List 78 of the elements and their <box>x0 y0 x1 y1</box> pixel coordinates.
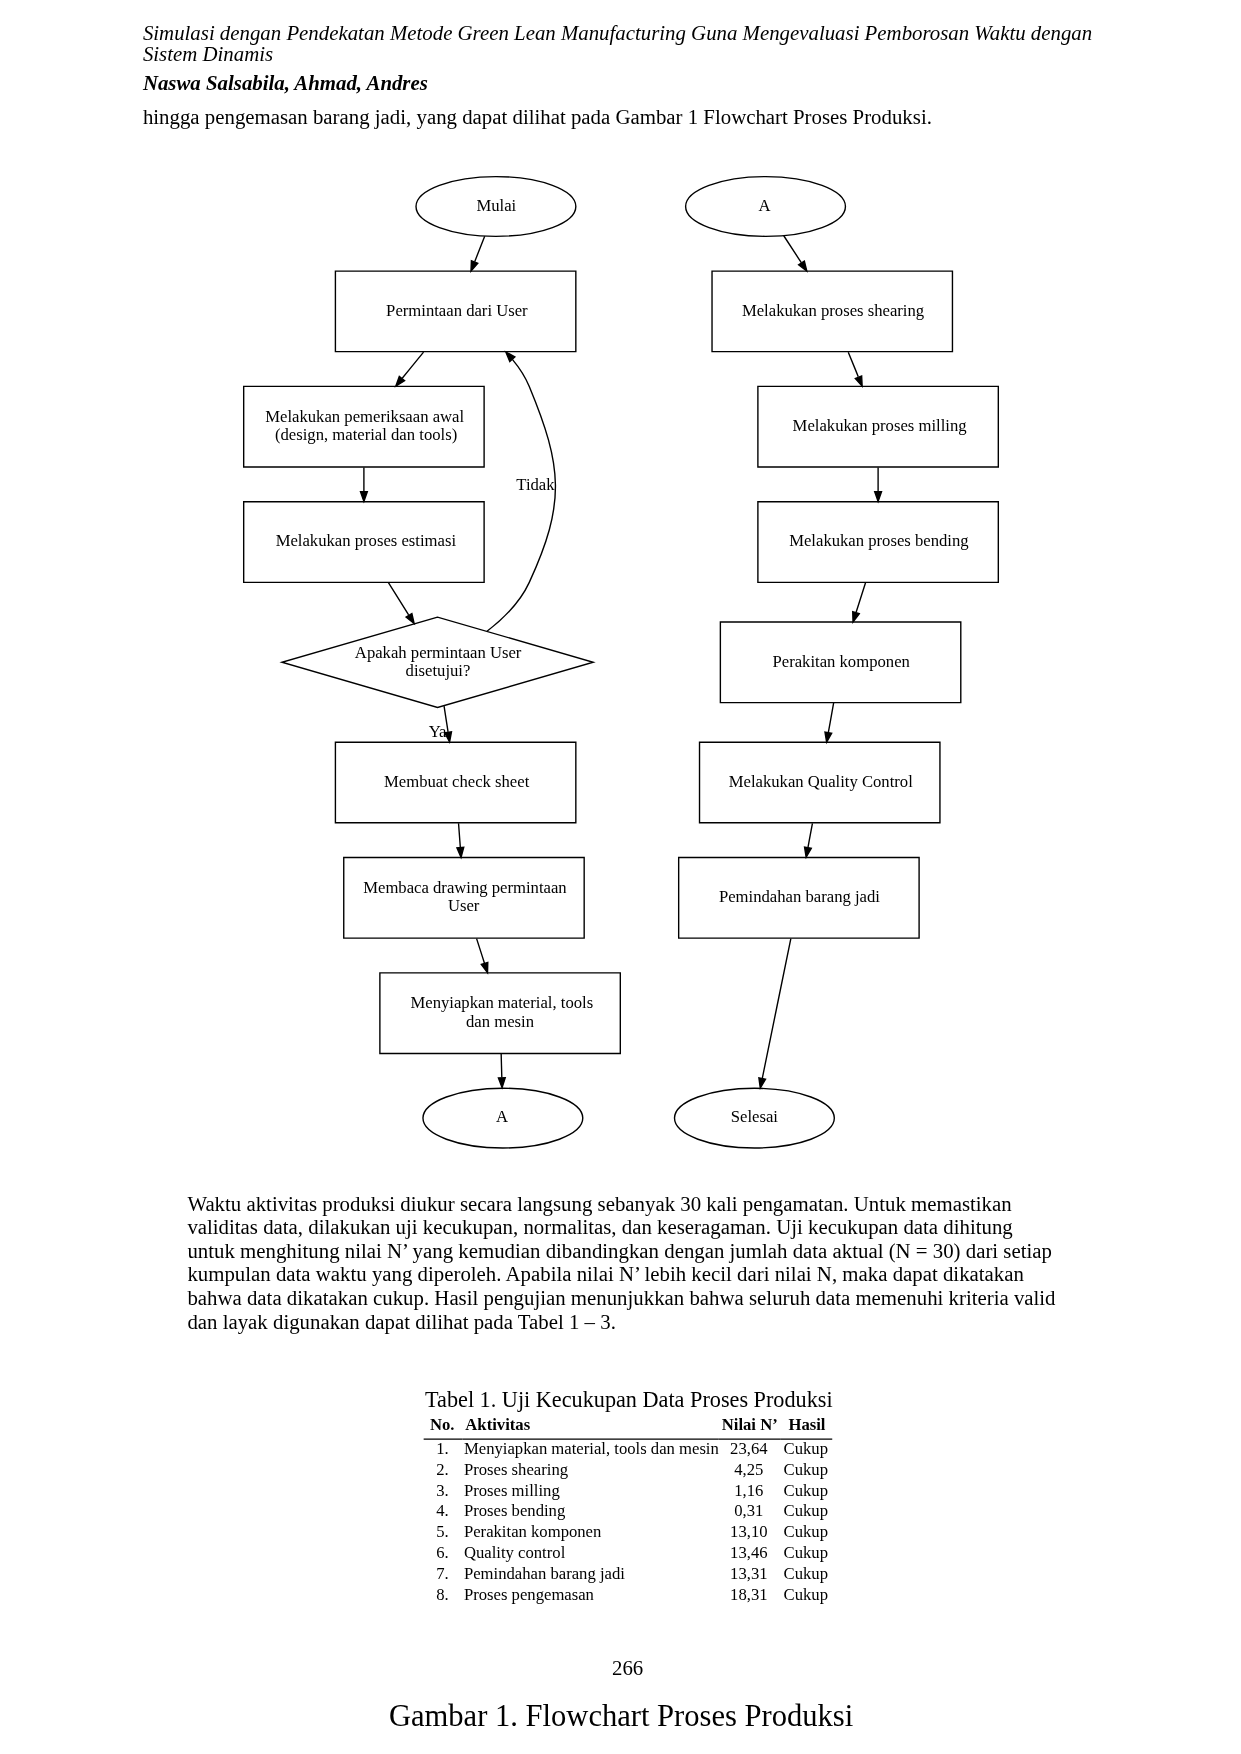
label: Tabel 1. Uji Kecukupan Data Proses Produksi <box>424 1386 833 1412</box>
label: Naswa Salsabila, Ahmad, Andres <box>142 71 428 96</box>
label: 18,31 <box>729 1584 768 1604</box>
label: Cukup <box>783 1501 828 1521</box>
label: Hasil <box>787 1415 825 1435</box>
label: Cukup <box>783 1522 828 1542</box>
label: 8. <box>435 1584 449 1604</box>
label: Quality control <box>463 1543 565 1563</box>
label: Proses shearing <box>463 1459 568 1479</box>
arrow <box>442 705 452 744</box>
node-ellipse: A <box>684 175 846 238</box>
arrow <box>851 581 866 624</box>
label: Cukup <box>783 1480 828 1500</box>
label: 4,25 <box>733 1459 763 1479</box>
label: 7. <box>435 1563 449 1583</box>
label: Proses pengemasan <box>463 1584 594 1604</box>
node-box: Perakitan komponen <box>719 621 961 704</box>
node-diamond: Apakah permintaan User disetujui? <box>278 616 596 709</box>
label: Cukup <box>783 1543 828 1563</box>
label: Perakitan komponen <box>463 1522 601 1542</box>
label: Waktu aktivitas produksi diukur secara langsung sebanyak 30 kali pengamatan. Untuk memastikan validitas data, dilakukan uji kecukupan, normalitas, dan keseragaman. Uji kecukupan data dihitung untuk menghitung nilai N’ yang kemudian dibandingkan dengan jumlah data aktual (N = 30) dari setiap kumpulan data waktu yang diperoleh. Apabila nilai N’ lebih kecil dari nilai N, maka dapat dikatakan bahwa data dikatakan cukup. Hasil pengujian menunjukkan bahwa seluruh data memenuhi kriteria valid dan layak digunakan dapat dilihat pada Tabel 1 – 3. <box>186 1191 1056 1334</box>
label: 6. <box>435 1543 449 1563</box>
label: Simulasi dengan Pendekatan Metode Green Lean Manufacturing Guna Mengevaluasi Pemborosan Waktu dengan Sistem Dinamis <box>142 21 1092 67</box>
label: Pemindahan barang jadi <box>463 1563 625 1583</box>
label: Cukup <box>783 1563 828 1583</box>
label: 13,46 <box>729 1543 768 1563</box>
caption: Gambar 1. Flowchart Proses Produksi <box>388 1698 853 1733</box>
node-box: Melakukan proses bending <box>756 501 999 584</box>
node-ellipse: Mulai <box>414 175 577 238</box>
label: Proses bending <box>463 1501 565 1521</box>
node-box: Melakukan proses shearing <box>710 270 953 353</box>
arrow <box>873 466 882 504</box>
label: 3. <box>435 1480 449 1500</box>
arrow <box>469 235 485 273</box>
node-ellipse: Selesai <box>673 1087 835 1149</box>
node-box: Melakukan proses estimasi <box>242 501 485 584</box>
label: Nilai N’ <box>721 1415 778 1435</box>
label: Menyiapkan material, tools dan mesin <box>463 1438 719 1458</box>
arrow <box>496 1053 506 1090</box>
edge-label: Tidak <box>515 474 555 494</box>
label: Cukup <box>783 1438 828 1458</box>
node-ellipse: A <box>421 1087 583 1149</box>
node-box: Melakukan proses milling <box>756 385 999 468</box>
label: 1,16 <box>733 1480 763 1500</box>
node-box: Pemindahan barang jadi <box>677 856 920 939</box>
arrow <box>803 822 813 860</box>
label: hingga pengemasan barang jadi, yang dapat dilihat pada Gambar 1 Flowchart Proses Produksi. <box>142 104 932 129</box>
node-box: Menyiapkan material, tools dan mesin <box>378 972 621 1055</box>
arrow <box>455 822 465 860</box>
label: 23,64 <box>729 1438 768 1458</box>
node-box: Membuat check sheet <box>334 741 577 824</box>
node-box: Melakukan Quality Control <box>698 741 941 824</box>
label: No. <box>429 1415 454 1435</box>
arrow <box>485 350 556 632</box>
node-box: Melakukan pemeriksaan awal (design, material dan tools) <box>242 385 485 468</box>
arrow <box>475 937 488 975</box>
arrow <box>782 235 808 273</box>
label: Aktivitas <box>464 1415 530 1435</box>
label: 4. <box>435 1501 449 1521</box>
label: Proses milling <box>463 1480 560 1500</box>
label: 1. <box>435 1438 449 1458</box>
arrow <box>757 937 792 1091</box>
edge-label: Ya <box>428 722 447 742</box>
arrow <box>359 466 368 504</box>
label: 13,10 <box>729 1522 768 1542</box>
arrow <box>387 581 415 626</box>
node-box: Permintaan dari User <box>334 270 577 353</box>
label: 0,31 <box>733 1501 763 1521</box>
arrow <box>847 351 863 389</box>
label: 5. <box>435 1522 449 1542</box>
node-box: Membaca drawing permintaan User <box>342 856 585 939</box>
label: 2. <box>435 1459 449 1479</box>
arrow <box>394 351 424 388</box>
label: 266 <box>611 1656 643 1681</box>
arrow <box>823 702 834 745</box>
label: 13,31 <box>729 1563 768 1583</box>
label: Cukup <box>783 1584 828 1604</box>
label: Cukup <box>783 1459 828 1479</box>
